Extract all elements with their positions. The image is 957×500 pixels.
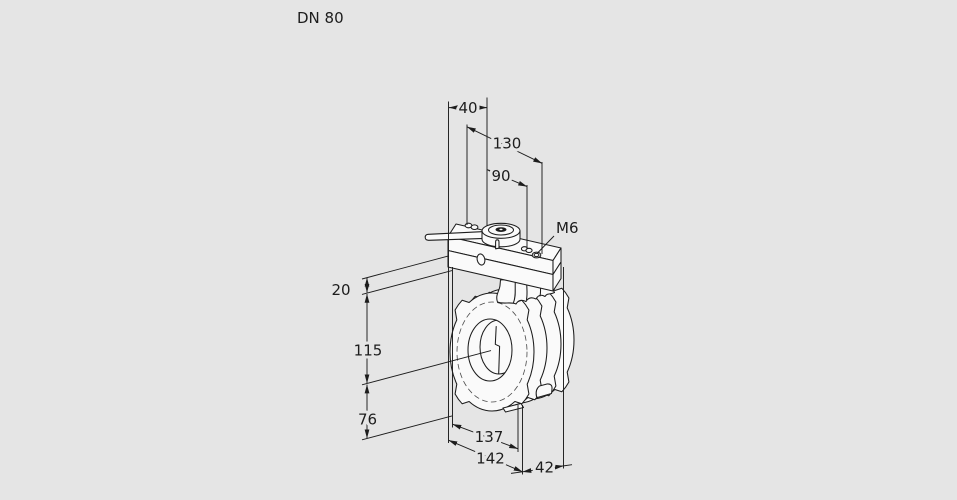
seat-hidden-circle <box>456 301 528 403</box>
center-line <box>361 350 492 386</box>
flange-oval-hole <box>476 253 486 266</box>
dim-line-130 <box>466 126 543 164</box>
dim-label-137: 137 <box>475 428 504 446</box>
dim-line-42 <box>522 464 564 473</box>
hand-lever <box>424 230 493 241</box>
ext-line <box>361 415 453 441</box>
thread-label-m6: M6 <box>556 219 579 237</box>
ext-line <box>361 270 453 295</box>
valve-body <box>449 274 575 413</box>
dim-label-40: 40 <box>458 99 477 117</box>
stop-pin <box>495 239 500 250</box>
dim-label-130: 130 <box>493 135 522 153</box>
slot-hole-right-b <box>525 247 533 254</box>
dim-label-42: 42 <box>535 459 554 477</box>
actuator-plate <box>424 222 562 292</box>
dim-line-90 <box>486 169 528 188</box>
dim-line-142 <box>448 439 523 473</box>
slot-hole-left-b <box>470 224 479 231</box>
dim-label-20: 20 <box>331 281 350 299</box>
dimension-lines <box>361 97 573 475</box>
drawing-title: DN 80 <box>297 9 344 27</box>
disc-edge <box>494 325 501 375</box>
flange-right-face <box>552 261 562 292</box>
dim-label-142: 142 <box>476 450 505 468</box>
ext-line <box>361 255 450 280</box>
bottom-lug-back <box>535 383 553 399</box>
m6-leader-line <box>537 235 555 254</box>
bore-front-edge <box>467 318 513 382</box>
position-indicator-knob <box>481 222 521 248</box>
dim-label-115: 115 <box>354 342 383 360</box>
dim-label-90: 90 <box>491 167 510 185</box>
dim-label-76: 76 <box>358 411 377 429</box>
